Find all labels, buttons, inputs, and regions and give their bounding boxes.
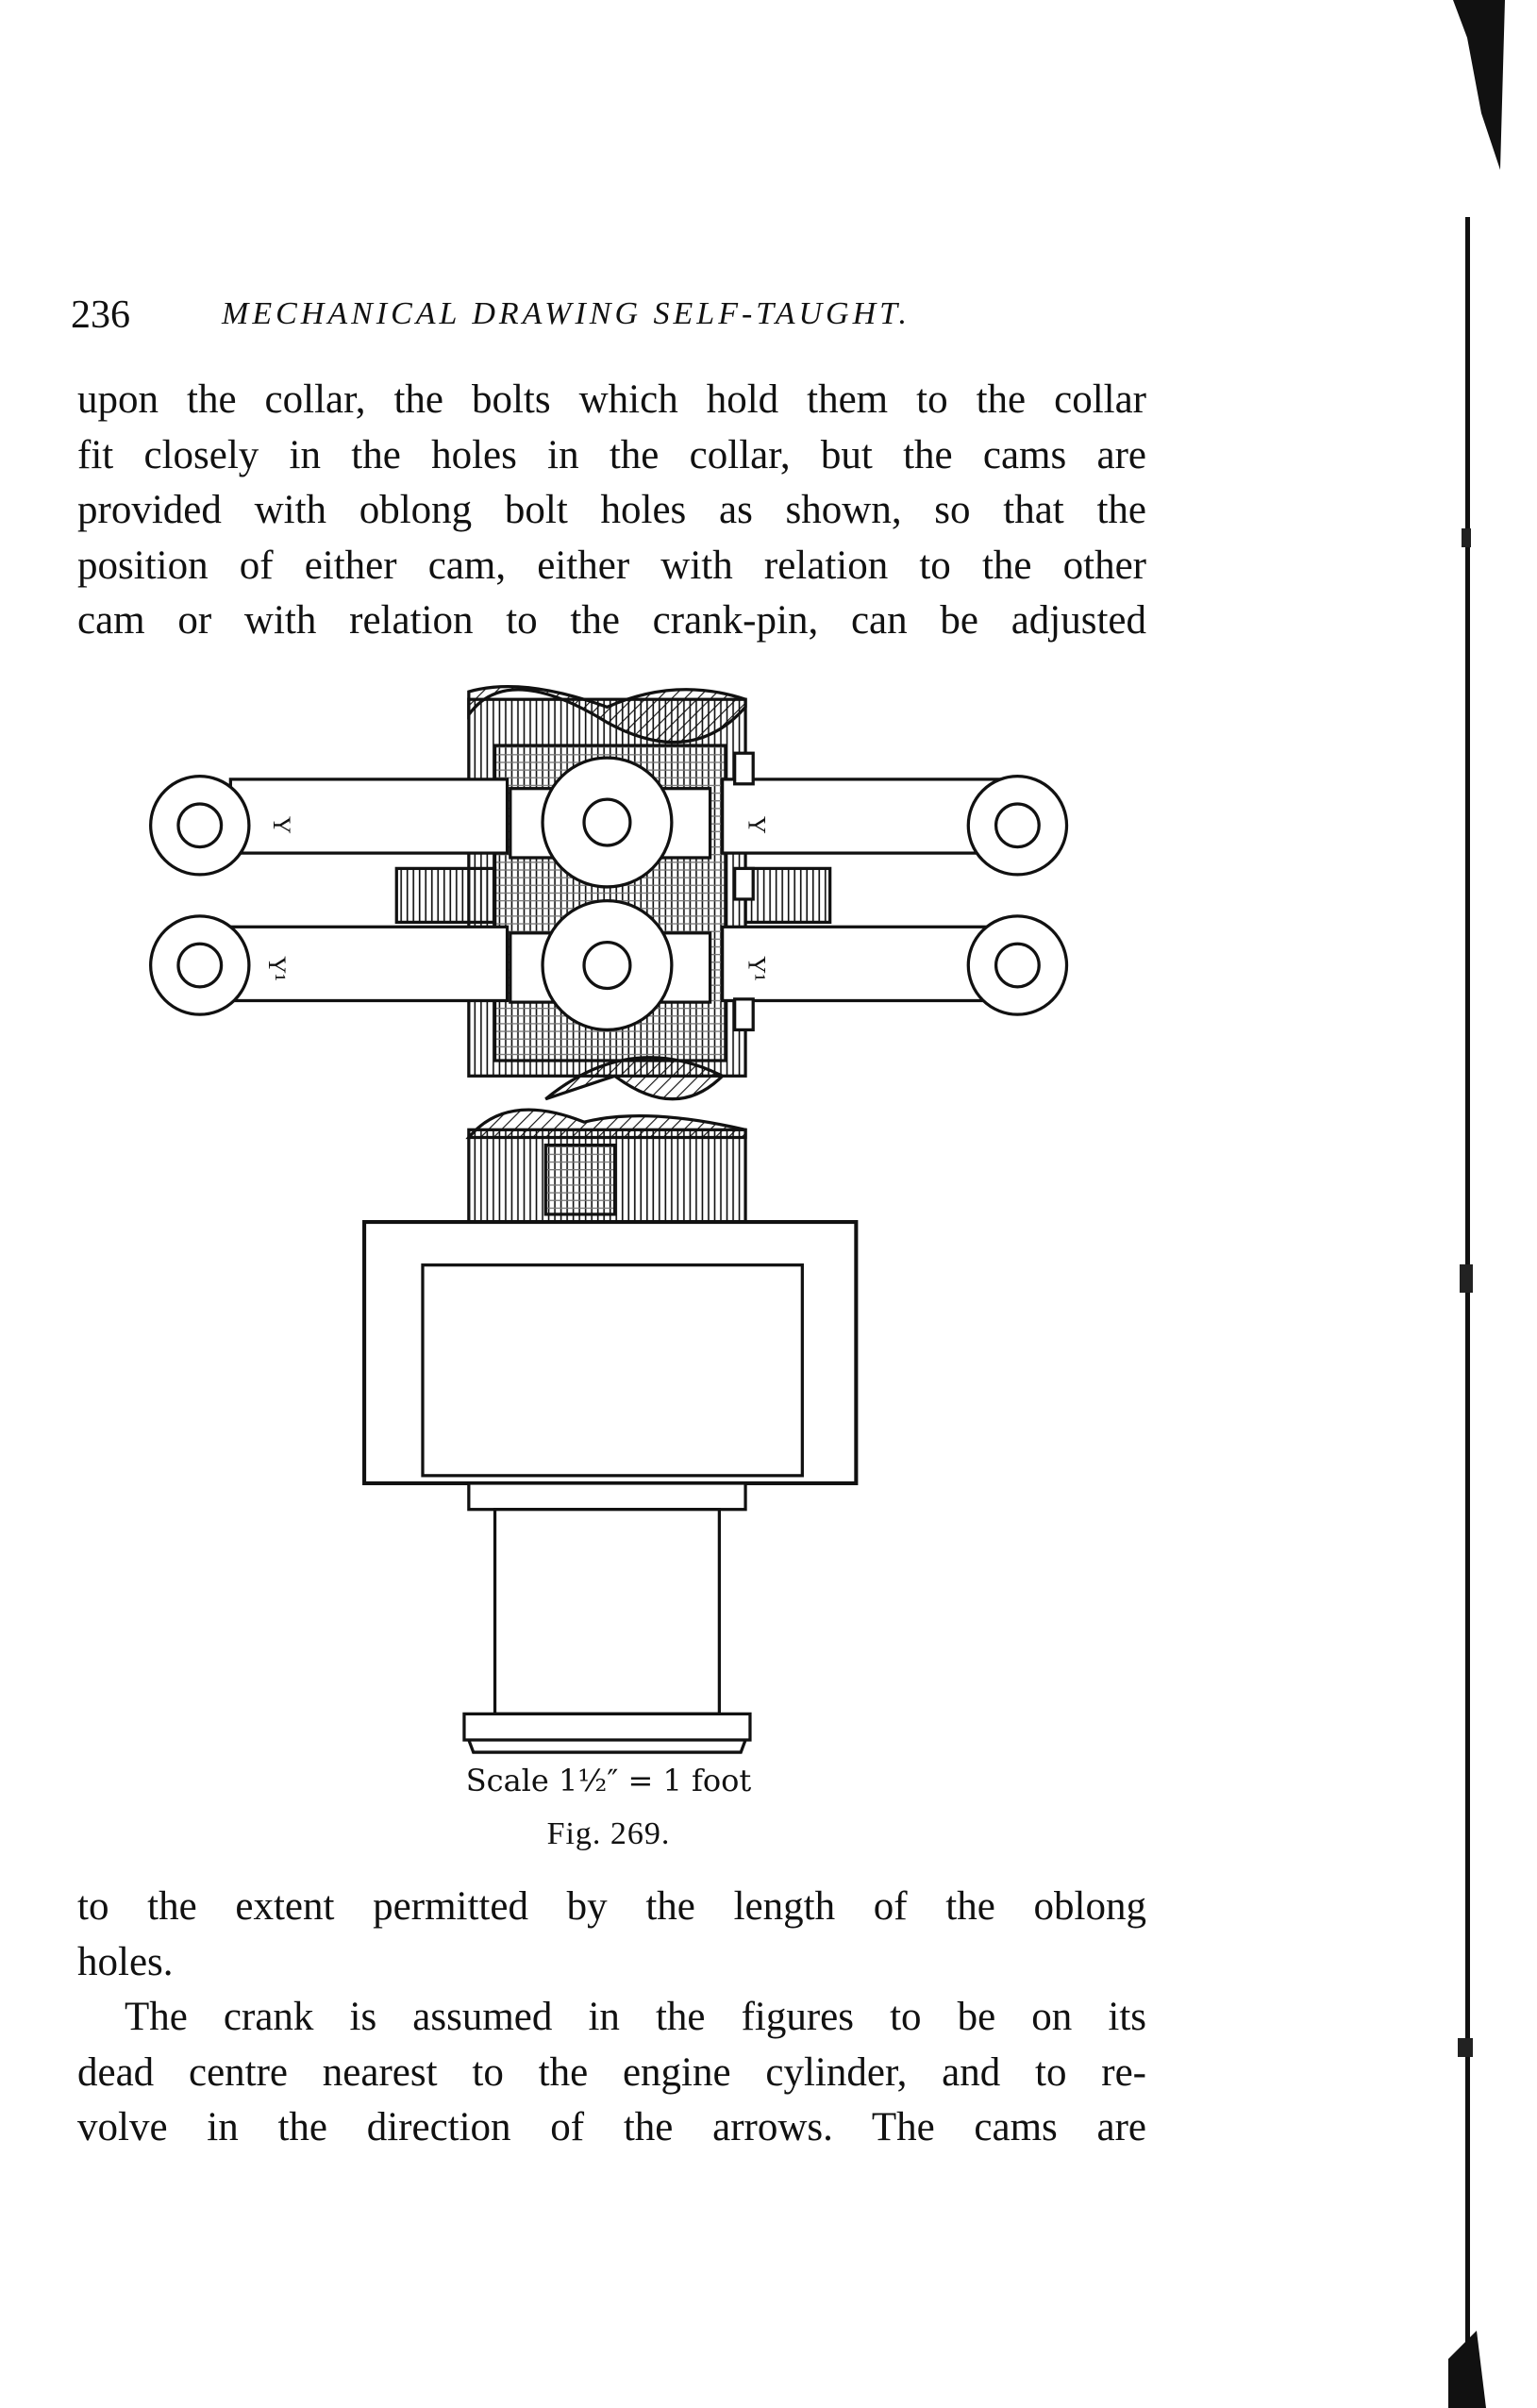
cam-straps xyxy=(509,756,712,1032)
running-title: MECHANICAL DRAWING SELF-TAUGHT. xyxy=(222,296,911,331)
pedestal xyxy=(493,1508,722,1715)
rod-label: Y xyxy=(268,816,295,834)
page-number: 236 xyxy=(71,293,130,337)
text-line: holes. xyxy=(77,1939,174,1984)
text-line: volve in the direction of the arrows. Th… xyxy=(77,2105,1146,2149)
paragraph-3: The crank is assumed in the figures to b… xyxy=(77,1990,1146,2156)
shaft-break-bottom xyxy=(544,1056,726,1101)
rod-label: Y xyxy=(743,816,770,834)
pedestal-flange xyxy=(462,1712,752,1754)
rod-label: Y¹ xyxy=(743,956,770,981)
scale-note: Scale 1½″ = 1 foot xyxy=(465,1763,752,1798)
shaft-break-top xyxy=(467,685,747,744)
rod-label: Y¹ xyxy=(263,956,291,981)
text-line: position of either cam, either with rela… xyxy=(77,543,1146,588)
text-line: cam or with relation to the crank-pin, c… xyxy=(77,598,1146,643)
text-line: dead centre nearest to the engine cylind… xyxy=(77,2049,1146,2095)
crosshead-inner xyxy=(421,1263,804,1478)
page-header: 236 MECHANICAL DRAWING SELF-TAUGHT. xyxy=(71,293,1156,340)
paragraph-1: upon the collar, the bolts which hold th… xyxy=(77,373,1146,649)
page-binding-edge xyxy=(1448,0,1505,2408)
text-line: to the extent permitted by the length of… xyxy=(77,1884,1146,1929)
bolts xyxy=(733,751,755,1032)
eccentric-rods xyxy=(149,775,1069,1016)
text-line: The crank is assumed in the figures to b… xyxy=(125,1995,1146,2039)
text-line: fit closely in the holes in the collar, … xyxy=(77,432,1146,477)
text-line: provided with oblong bolt holes as shown… xyxy=(77,488,1146,532)
text-line: upon the collar, the bolts which hold th… xyxy=(77,377,1146,422)
paragraph-2: to the extent permitted by the length of… xyxy=(77,1880,1146,1990)
figure-caption: Fig. 269. xyxy=(546,1816,671,1851)
